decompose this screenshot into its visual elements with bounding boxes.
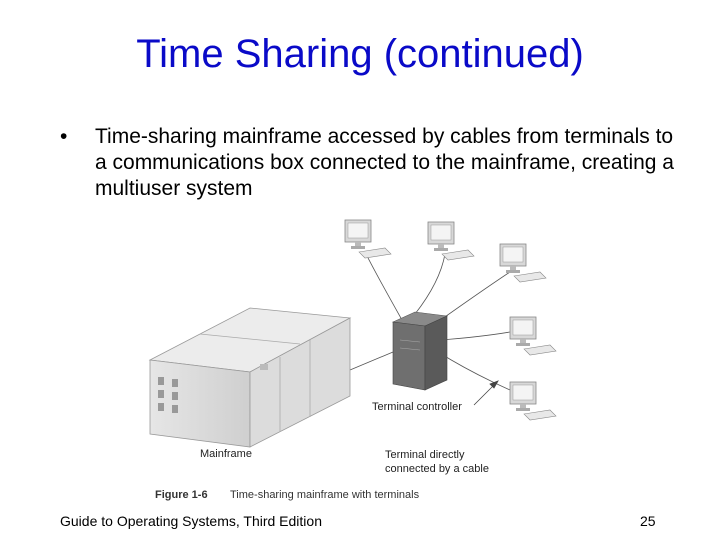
terminal-direct-label-2: connected by a cable <box>385 463 489 475</box>
annotation-arrows <box>473 380 499 406</box>
terminal-icon <box>499 243 547 283</box>
terminal-icon <box>344 219 392 259</box>
timesharing-figure: Mainframe Terminal controller Terminal d… <box>148 219 557 501</box>
terminal-icon <box>509 381 557 421</box>
terminal-direct-label-1: Terminal directly <box>385 449 465 461</box>
figure-number: Figure 1-6 <box>155 489 208 501</box>
mainframe-label: Mainframe <box>200 448 252 460</box>
footer-book-title: Guide to Operating Systems, Third Editio… <box>60 513 322 529</box>
mainframe-illustration <box>148 307 352 448</box>
terminal-controller-label: Terminal controller <box>372 401 462 413</box>
terminal-icon <box>427 221 475 261</box>
bullet-dot-icon: • <box>60 125 68 148</box>
terminal-icon <box>509 316 557 356</box>
page-number: 25 <box>640 513 656 529</box>
bullet-text: Time-sharing mainframe accessed by cable… <box>95 125 674 200</box>
figure-caption: Time-sharing mainframe with terminals <box>230 489 420 501</box>
terminal-controller-illustration <box>391 311 449 391</box>
slide-title: Time Sharing (continued) <box>136 32 584 76</box>
